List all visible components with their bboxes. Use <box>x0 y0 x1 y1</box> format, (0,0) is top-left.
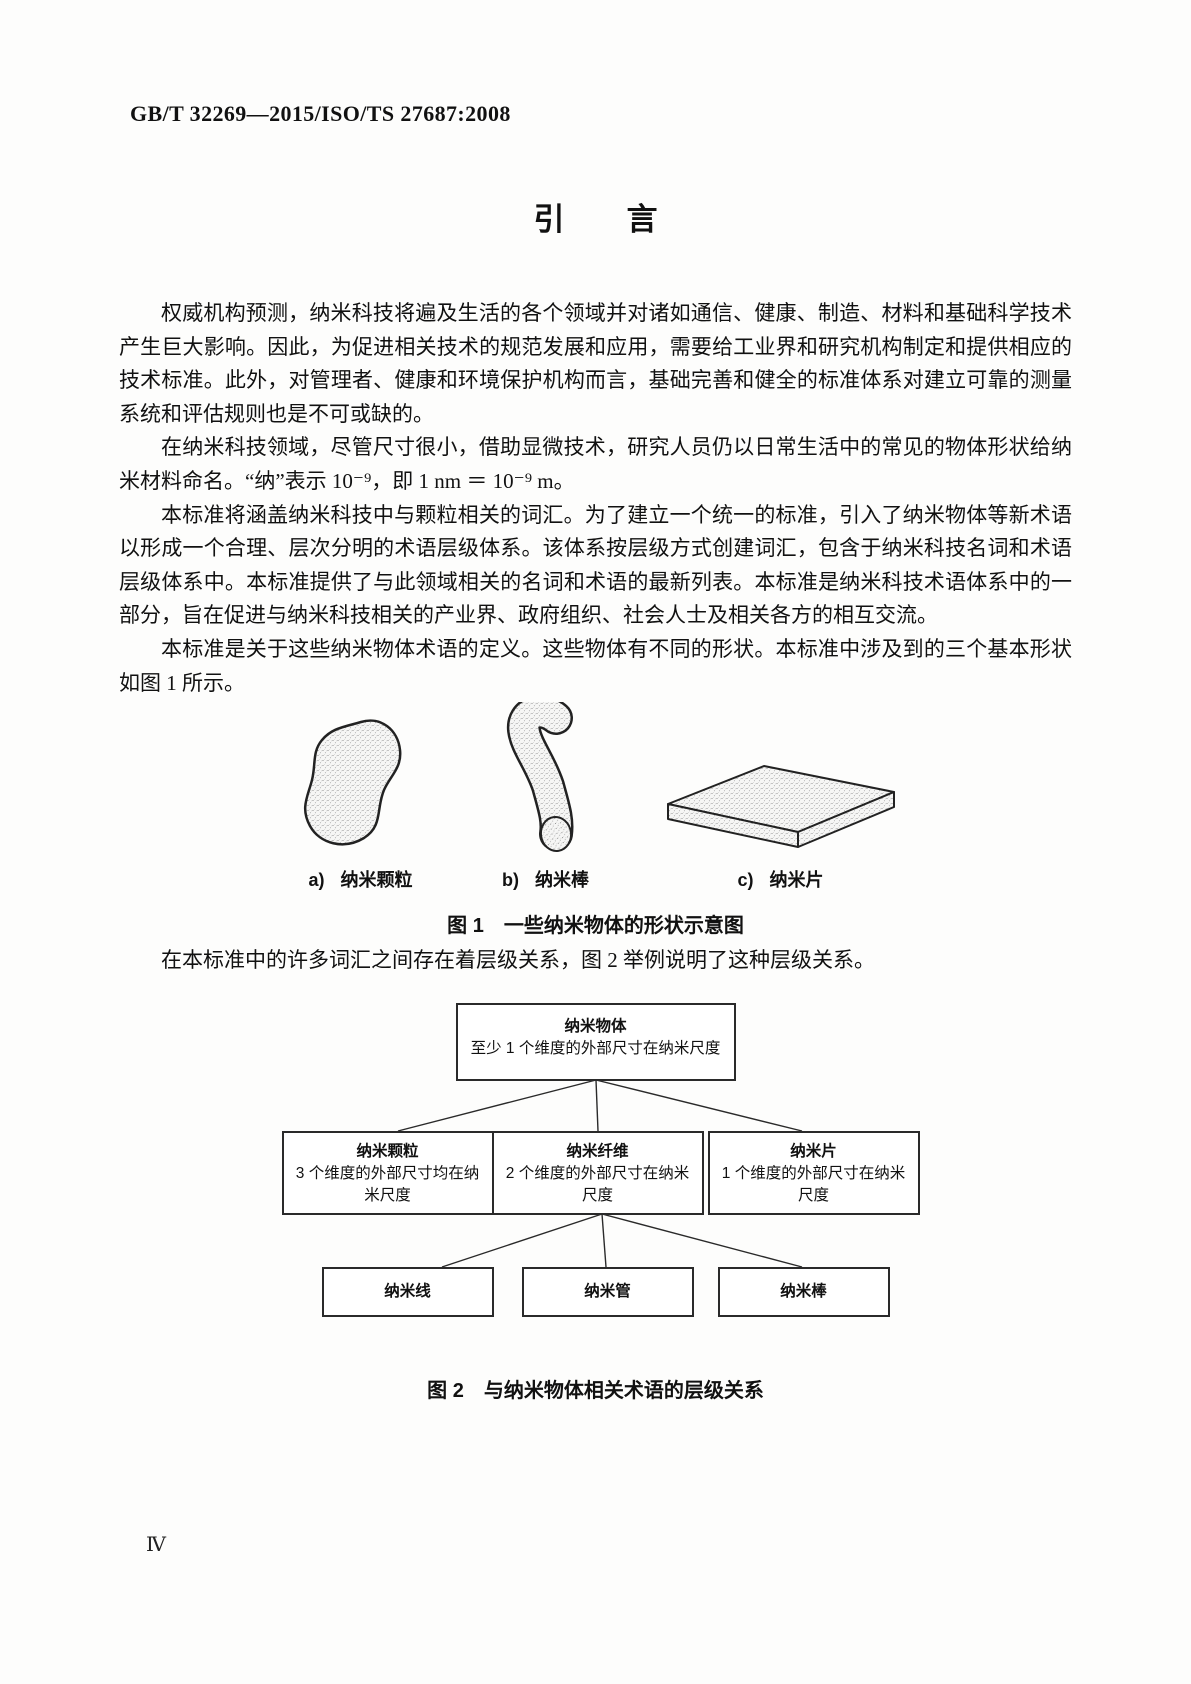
figure-2-caption: 图 2 与纳米物体相关术语的层级关系 <box>427 1380 764 1403</box>
connector-lines <box>397 1079 802 1268</box>
content-column: 权威机构预测，纳米科技将遍及生活的各个领域并对诸如通信、健康、制造、材料和基础科… <box>119 297 1072 1409</box>
node-nano-object: 纳米物体 至少 1 个维度的外部尺寸在纳米尺度 <box>455 1003 736 1082</box>
paragraph-1: 权威机构预测，纳米科技将遍及生活的各个领域并对诸如通信、健康、制造、材料和基础科… <box>119 301 1072 426</box>
figure-1-labels: a)纳米颗粒 b)纳米棒 c)纳米片 <box>119 868 1072 892</box>
nanoparticle-illustration <box>303 719 401 846</box>
label-nanosheet: c)纳米片 <box>737 870 824 891</box>
paragraph-5: 在本标准中的许多词汇之间存在着层级关系，图 2 举例说明了这种层级关系。 <box>161 947 875 972</box>
nanosheet-illustration <box>666 765 895 849</box>
figure-1: a)纳米颗粒 b)纳米棒 c)纳米片 图 1 一些纳米物体的形状示意图 <box>119 702 1072 944</box>
node-nanorod: 纳米棒 <box>717 1267 890 1318</box>
page-title: 引 言 <box>533 202 658 237</box>
nanorod-illustration <box>506 702 573 853</box>
page-number: Ⅳ <box>146 1534 166 1556</box>
node-nanoparticle: 纳米颗粒 3 个维度的外部尺寸均在纳米尺度 <box>281 1131 494 1216</box>
node-nanowire: 纳米线 <box>321 1267 494 1318</box>
paragraph-2: 在纳米科技领域，尽管尺寸很小，借助显微技术，研究人员仍以日常生活中的常见的物体形… <box>119 435 1072 493</box>
label-nanoparticle: a)纳米颗粒 <box>308 870 413 891</box>
node-nanotube: 纳米管 <box>521 1267 694 1318</box>
figure-1-caption: 图 1 一些纳米物体的形状示意图 <box>447 915 744 938</box>
standard-number: GB/T 32269—2015/ISO/TS 27687:2008 <box>130 101 511 126</box>
figure-1-shapes <box>119 702 1072 853</box>
paragraph-3: 本标准将涵盖纳米科技中与颗粒相关的词汇。为了建立一个统一的标准，引入了纳米物体等… <box>119 502 1072 628</box>
paragraph-4: 本标准是关于这些纳米物体术语的定义。这些物体有不同的形状。本标准中涉及到的三个基… <box>119 636 1072 695</box>
figure-2-diagram: 纳米物体 至少 1 个维度的外部尺寸在纳米尺度 纳米颗粒 3 个维度的外部尺寸均… <box>246 1003 946 1325</box>
label-nanorod: b)纳米棒 <box>502 870 589 891</box>
node-nanofibre: 纳米纤维 2 个维度的外部尺寸在纳米尺度 <box>491 1131 704 1216</box>
node-nanoplate: 纳米片 1 个维度的外部尺寸在纳米尺度 <box>707 1131 920 1216</box>
